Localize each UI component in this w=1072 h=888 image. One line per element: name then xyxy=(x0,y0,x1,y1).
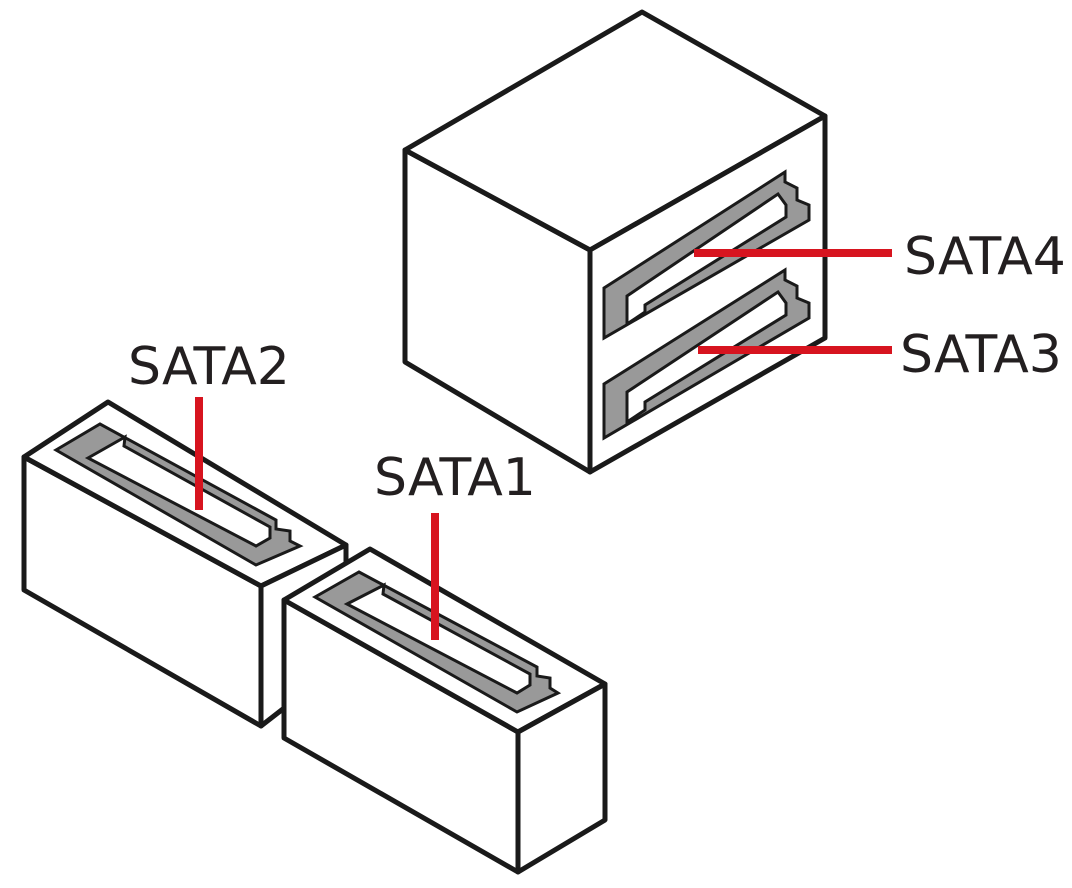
sata2-block xyxy=(21,399,349,729)
sata4-label: SATA4 xyxy=(904,227,1066,287)
sata1-block xyxy=(281,546,608,875)
sata4-slot-opening xyxy=(625,191,788,327)
sata3-label: SATA3 xyxy=(900,325,1062,385)
sata2-label: SATA2 xyxy=(128,337,290,397)
sata1-block-right-face xyxy=(515,681,608,875)
sata1-label: SATA1 xyxy=(374,448,536,508)
sata3-slot-opening xyxy=(625,289,788,425)
sata2-port[interactable] xyxy=(53,422,304,567)
sata2-slot-opening xyxy=(84,434,272,548)
sata-stacked-block xyxy=(402,9,828,475)
